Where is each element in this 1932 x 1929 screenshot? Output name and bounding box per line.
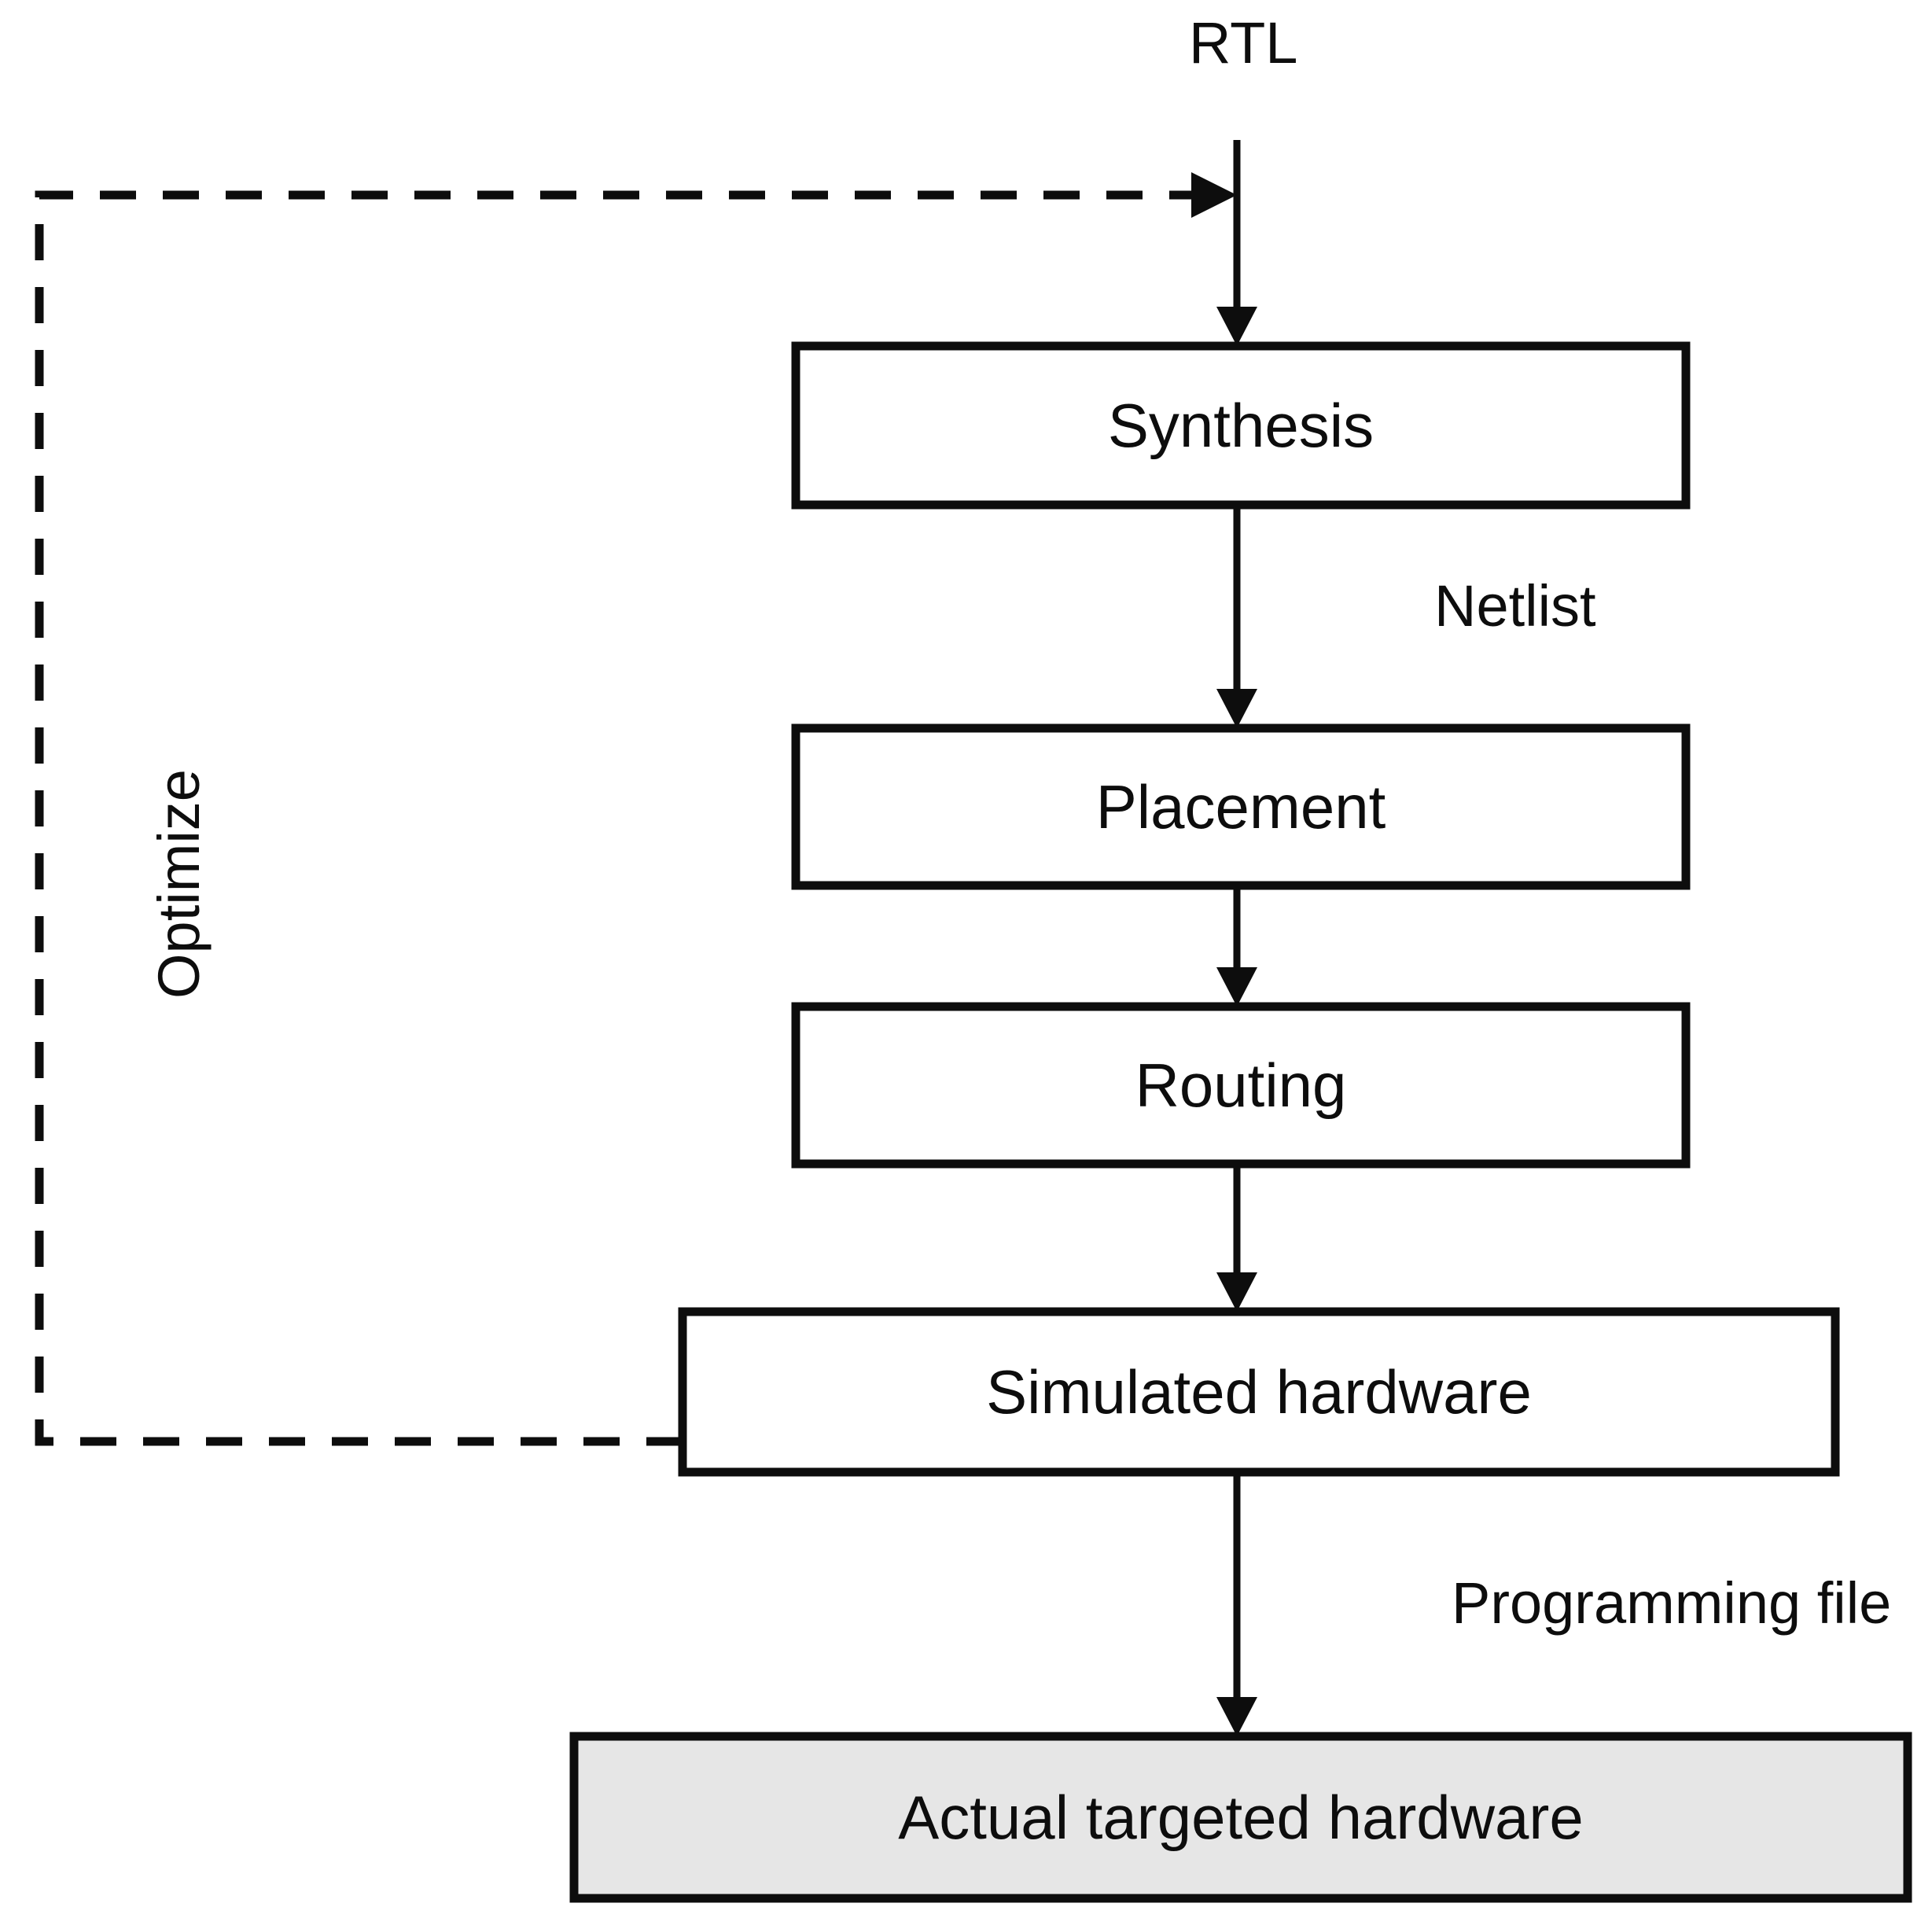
- edge-label-optimize: Optimize: [146, 769, 212, 999]
- edge-label-rtl: RTL: [1189, 10, 1298, 75]
- node-box-synthesis: [791, 341, 1691, 510]
- edge-label-netlist: Netlist: [1434, 573, 1596, 639]
- node-box-routing: [791, 1002, 1691, 1169]
- connector-rtl-to-synthesis: [1216, 140, 1257, 346]
- connector-optimize-feedback-loop: [35, 172, 1237, 1446]
- node-box-placement: [791, 723, 1691, 890]
- node-box-actual-targeted-hardware: [569, 1732, 1912, 1903]
- connector-placement-to-routing: [1216, 885, 1257, 1007]
- connector-routing-to-simulated-hardware: [1216, 1164, 1257, 1312]
- edge-label-programming-file: Programming file: [1452, 1570, 1892, 1636]
- node-box-simulated-hardware: [678, 1307, 1840, 1477]
- connector-simulated-hardware-to-actual-targeted-hardware: [1216, 1472, 1257, 1736]
- connector-synthesis-to-placement: [1216, 505, 1257, 728]
